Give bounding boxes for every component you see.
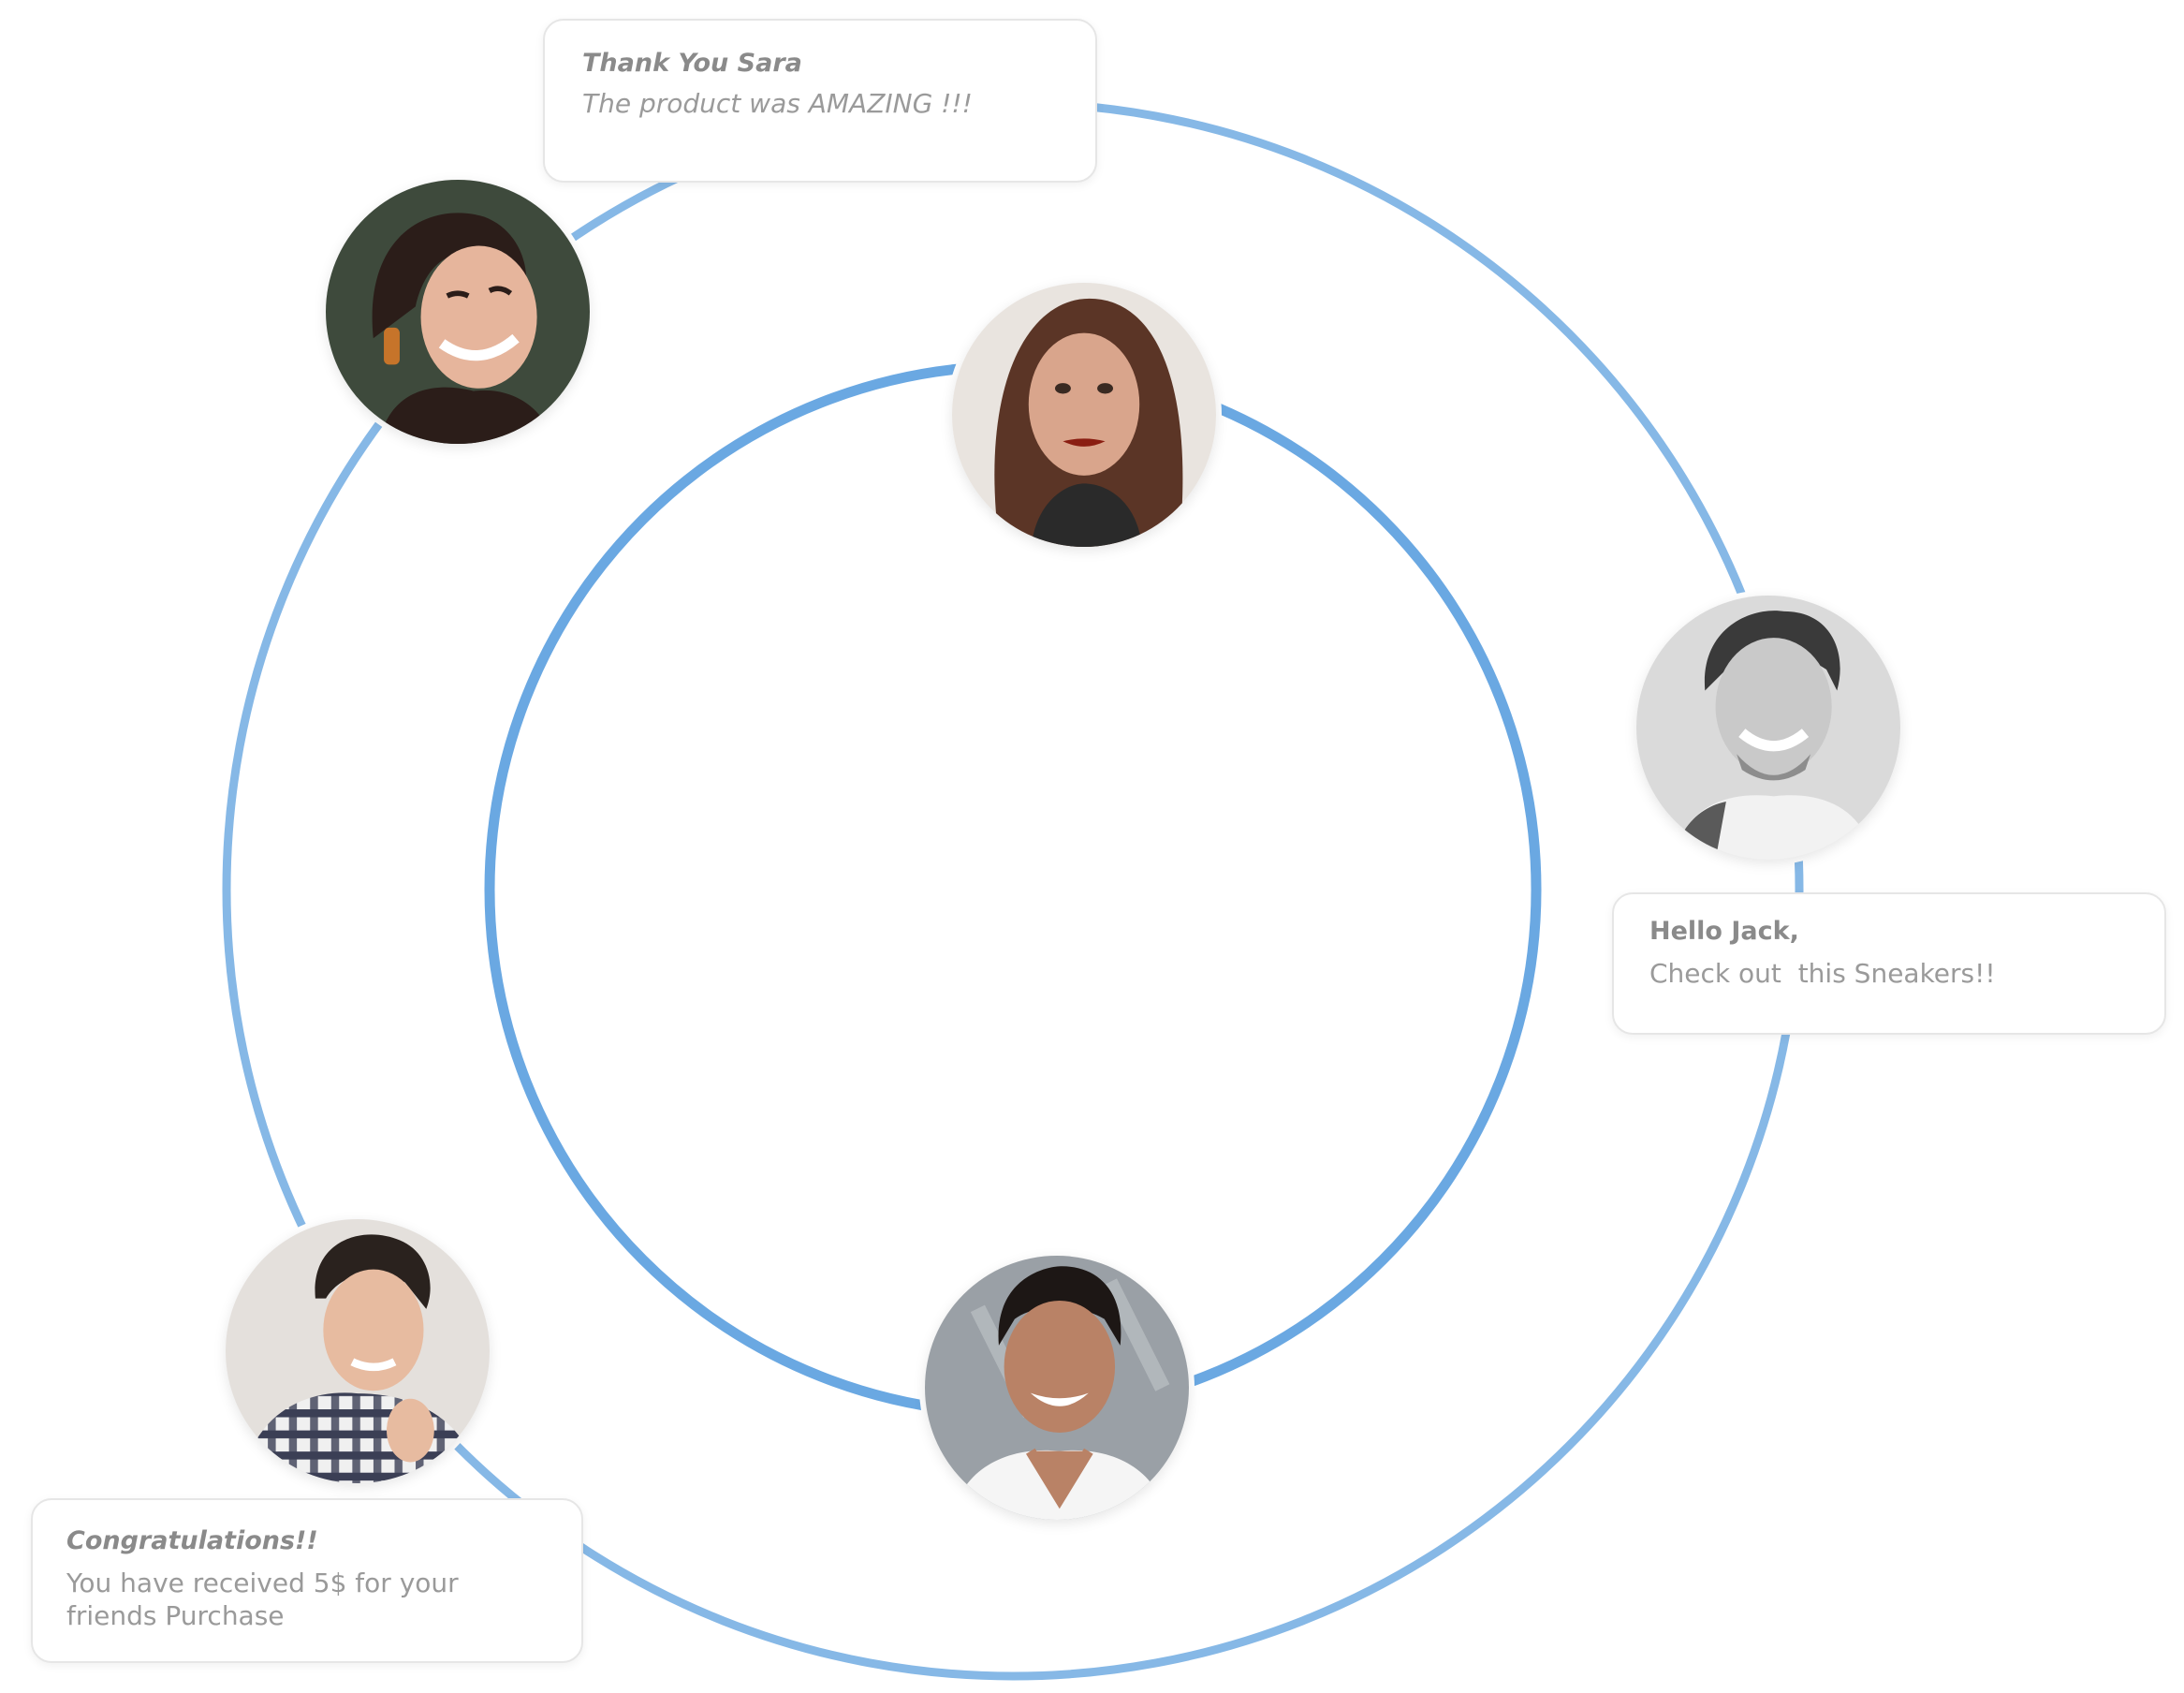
message-bubble-sara: Thank You Sara The product was AMAZING !… (543, 19, 1097, 183)
avatar-woman-laughing[interactable] (326, 180, 590, 444)
bubble-text: The product was AMAZING !!! (582, 88, 973, 119)
bubble-title: Congratulations!! (66, 1526, 318, 1555)
person-icon (925, 1256, 1189, 1520)
person-icon (326, 180, 590, 444)
bubble-title: Hello Jack, (1649, 917, 1799, 946)
person-icon (952, 283, 1216, 547)
bubble-text: You have received 5$ for your friends Pu… (66, 1568, 459, 1631)
message-bubble-congrats: Congratulations!! You have received 5$ f… (31, 1498, 583, 1663)
bubble-text: Check out this Sneakers!! (1649, 958, 1996, 989)
avatar-man-grayscale[interactable] (1636, 596, 1900, 860)
message-bubble-jack: Hello Jack, Check out this Sneakers!! (1612, 892, 2166, 1035)
avatar-man-plaid-shirt[interactable] (226, 1219, 490, 1483)
bubble-title: Thank You Sara (582, 49, 802, 78)
person-icon (226, 1219, 490, 1483)
avatar-man-white-tee[interactable] (925, 1256, 1189, 1520)
person-icon (1636, 596, 1900, 860)
avatar-woman-smiling[interactable] (952, 283, 1216, 547)
